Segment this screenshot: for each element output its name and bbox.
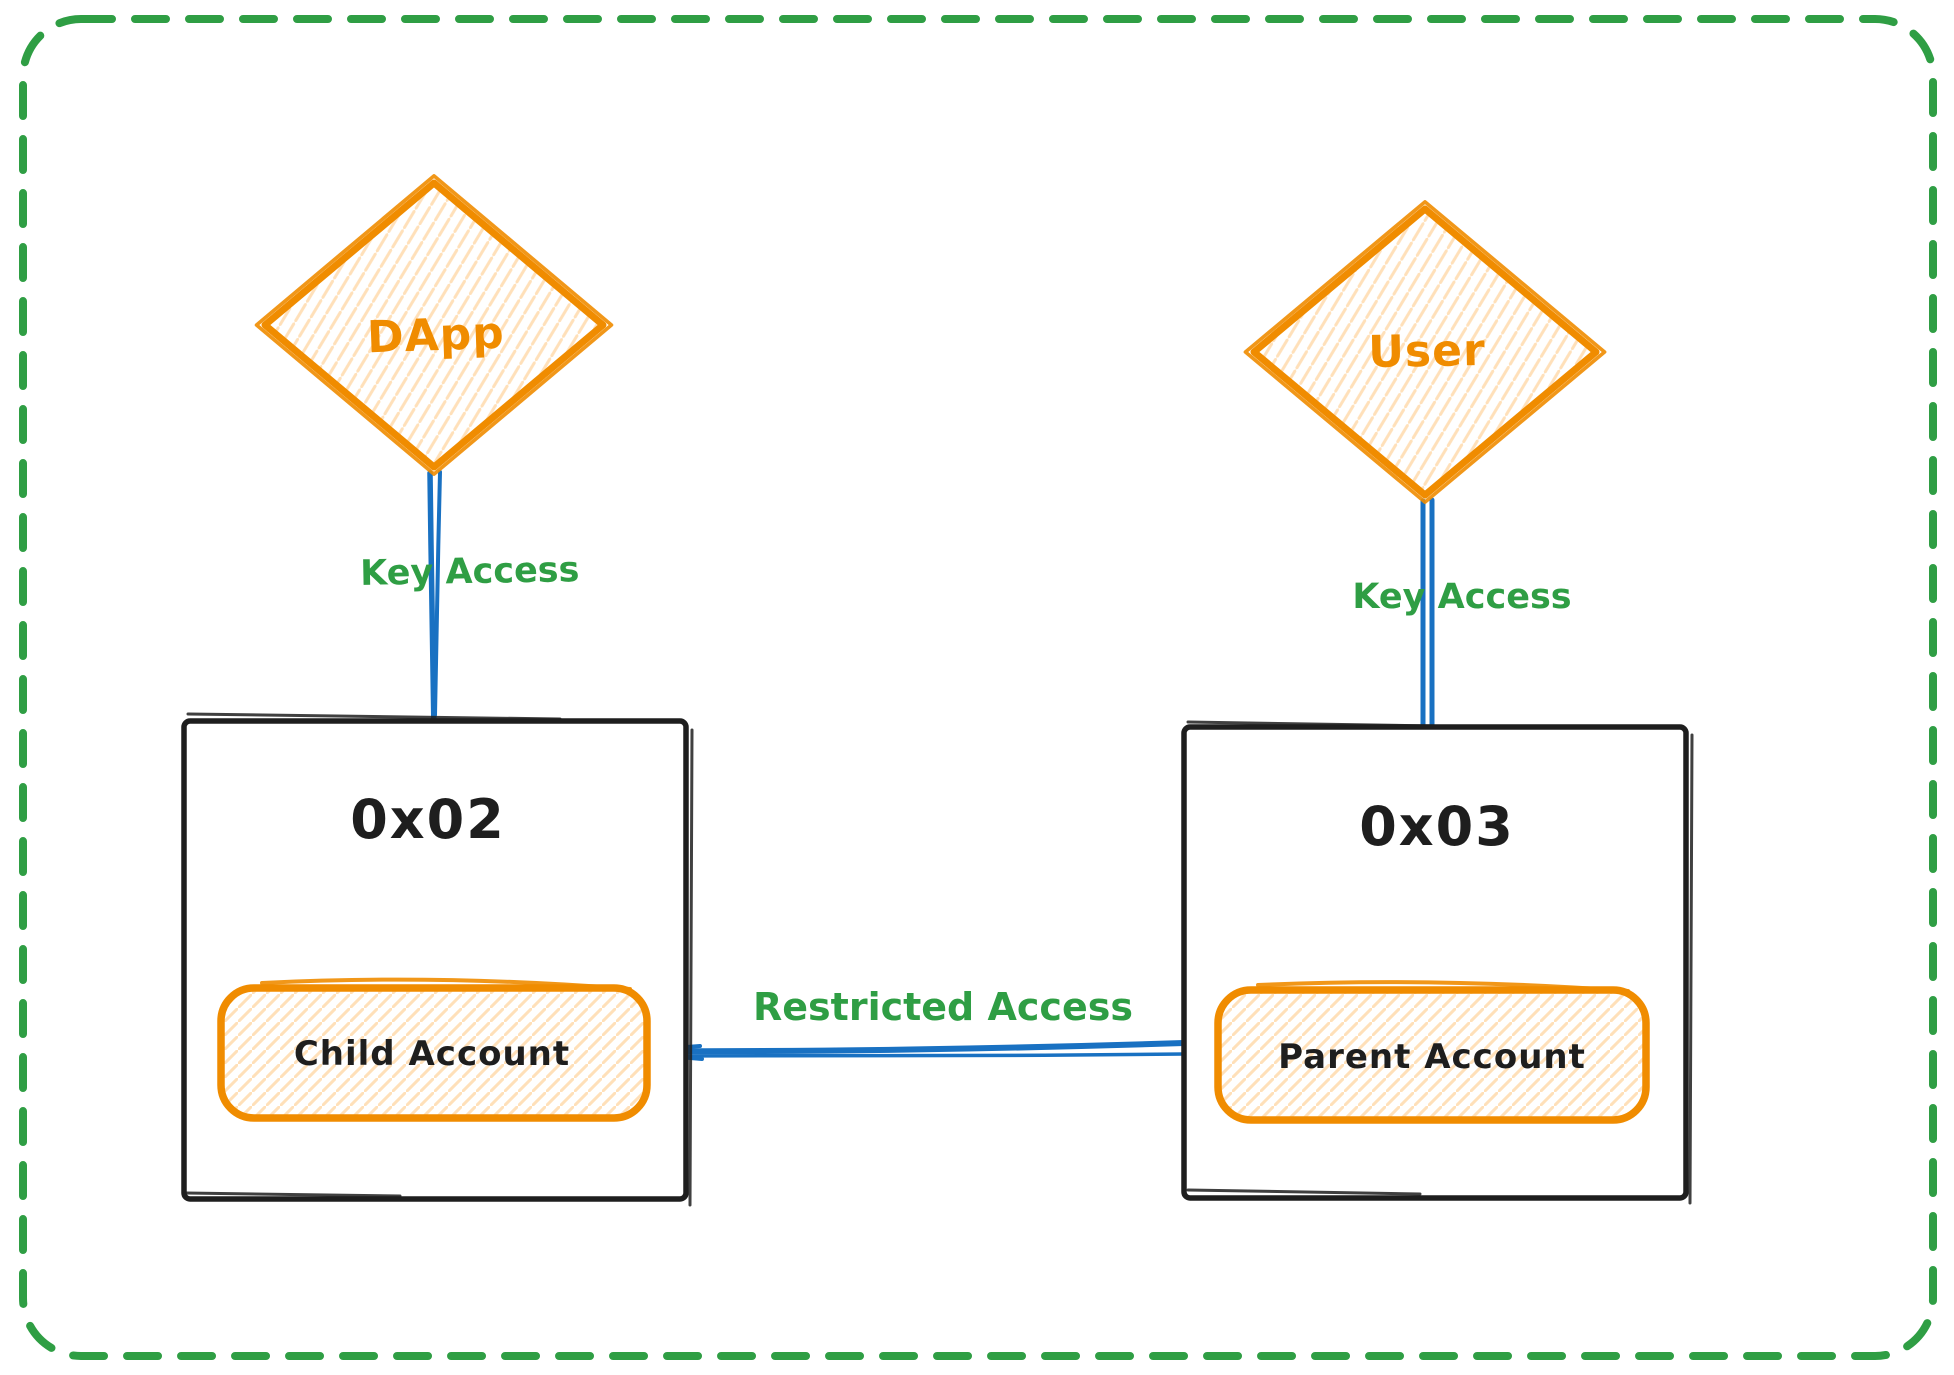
dapp-diamond-sketch-stroke (254, 174, 614, 476)
edge-label-restricted-access: Restricted Access (753, 985, 1133, 1029)
node-wallet-0x02[interactable]: 0x02 Child Account (181, 712, 694, 1207)
parent-account-label: Parent Account (1278, 1037, 1586, 1077)
user-diamond-shape[interactable] (1250, 205, 1600, 499)
canvas-frame (19, 15, 1937, 1360)
child-account-pill[interactable] (217, 984, 651, 1122)
node-wallet-0x03[interactable]: 0x03 Parent Account (1181, 720, 1694, 1205)
child-account-label: Child Account (294, 1034, 570, 1074)
wallet-0x03-address: 0x03 (1359, 795, 1515, 858)
node-user-label: User (1368, 325, 1486, 378)
node-dapp-label: DApp (366, 308, 505, 364)
node-dapp[interactable]: DApp (254, 174, 614, 476)
wallet-0x03-sketch-stroke (1186, 720, 1694, 1205)
user-diamond-sketch-stroke (1243, 200, 1607, 504)
wallet-0x02-sketch-stroke (184, 712, 694, 1207)
edge-label-key-access-left: Key Access (360, 550, 580, 594)
node-user[interactable]: User (1243, 200, 1607, 504)
wallet-0x02-address: 0x02 (350, 788, 506, 851)
parent-account-sketch-stroke (1256, 980, 1630, 993)
node-child-account[interactable]: Child Account (217, 977, 651, 1122)
edge-dapp-key-access[interactable] (427, 470, 442, 735)
edge-user-key-access[interactable] (1420, 497, 1435, 741)
parent-account-pill[interactable] (1214, 986, 1650, 1124)
edge-label-key-access-right: Key Access (1352, 577, 1571, 617)
dapp-diamond-shape[interactable] (261, 179, 607, 471)
child-account-sketch-stroke (260, 977, 632, 991)
node-parent-account[interactable]: Parent Account (1214, 980, 1650, 1124)
